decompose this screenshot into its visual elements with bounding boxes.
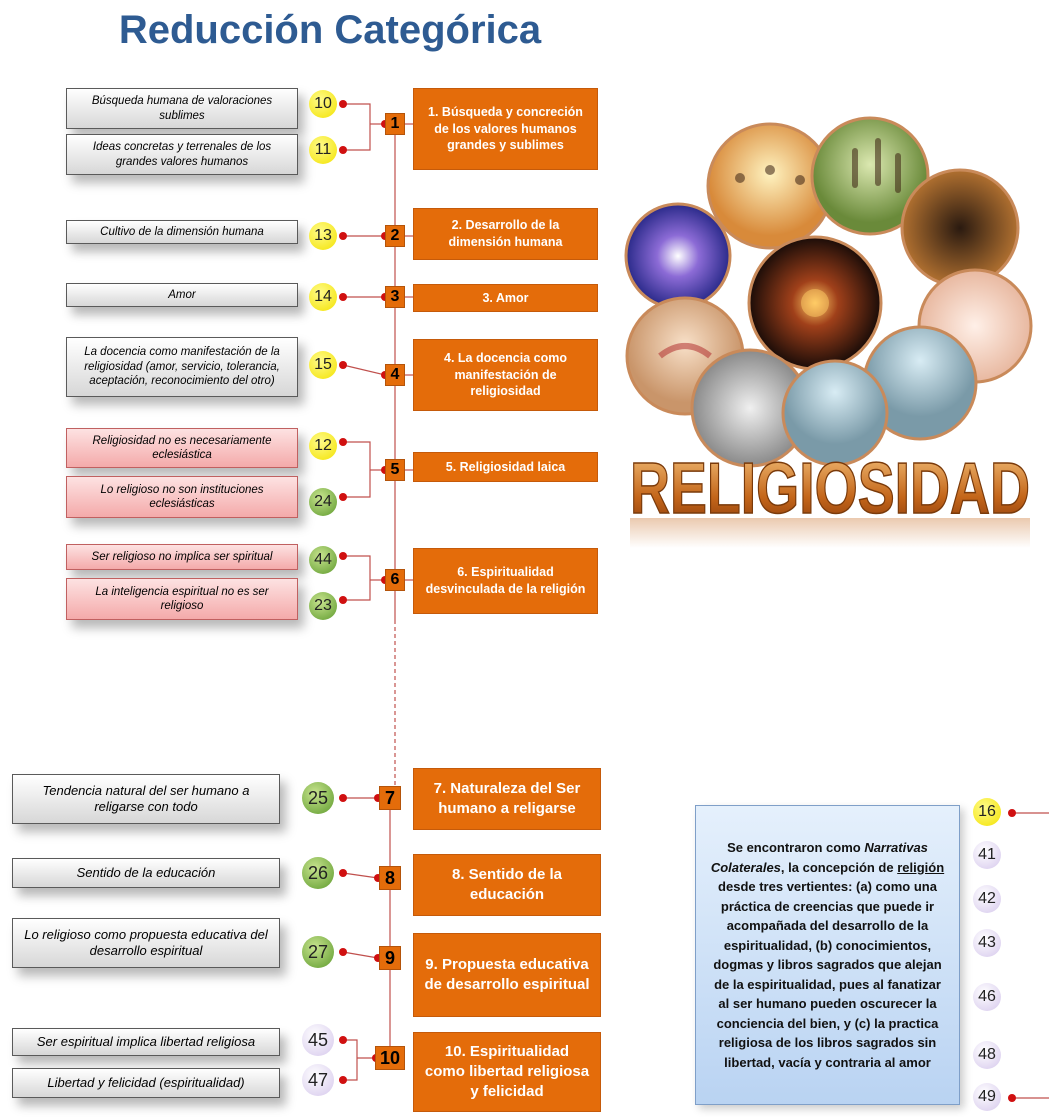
category-box: 5. Religiosidad laica — [413, 452, 598, 482]
left-item: La inteligencia espiritual no es ser rel… — [66, 578, 298, 620]
left-item: Amor — [66, 283, 298, 307]
side-code-circle: 43 — [973, 929, 1001, 957]
code-circle: 26 — [302, 857, 334, 889]
connector-dot — [339, 493, 347, 501]
connector-dot — [339, 293, 347, 301]
side-code-circle: 49 — [973, 1083, 1001, 1111]
religiosidad-collage: RELIGIOSIDAD — [624, 116, 1033, 548]
connector-dot — [339, 1036, 347, 1044]
code-circle: 44 — [309, 546, 337, 574]
category-number: 1 — [385, 113, 405, 135]
connector-dot — [1008, 1094, 1016, 1102]
collage-word: RELIGIOSIDAD — [630, 449, 1030, 529]
connector-dot — [339, 361, 347, 369]
left-item: Libertad y felicidad (espiritualidad) — [12, 1068, 280, 1098]
connector-dot — [374, 954, 382, 962]
left-item: Cultivo de la dimensión humana — [66, 220, 298, 244]
code-circle: 23 — [309, 592, 337, 620]
narratives-note: Se encontraron como Narrativas Colateral… — [695, 805, 960, 1105]
code-circle: 47 — [302, 1064, 334, 1096]
side-code-circle: 41 — [973, 841, 1001, 869]
code-circle: 24 — [309, 488, 337, 516]
left-item: Sentido de la educación — [12, 858, 280, 888]
left-item: Búsqueda humana de valoraciones sublimes — [66, 88, 298, 129]
page-title: Reducción Categórica — [118, 8, 542, 52]
category-number: 10 — [375, 1046, 405, 1070]
category-number: 3 — [385, 286, 405, 308]
category-number: 2 — [385, 225, 405, 247]
note-intro: Se encontraron como — [727, 840, 865, 855]
code-circle: 12 — [309, 432, 337, 460]
note-emphasis: Narrativas Colaterales — [710, 840, 928, 875]
note-rest: desde tres vertientes: (a) como una prác… — [713, 879, 942, 1070]
connector-dot — [339, 438, 347, 446]
category-box: 10. Espiritualidad como libertad religio… — [413, 1032, 601, 1112]
category-number: 5 — [385, 459, 405, 481]
left-item: Ser espiritual implica libertad religios… — [12, 1028, 280, 1056]
left-item: Lo religioso no son instituciones eclesi… — [66, 476, 298, 518]
note-underline: religión — [897, 859, 945, 875]
connector-dot — [339, 552, 347, 560]
category-number: 4 — [385, 364, 405, 386]
code-circle: 14 — [309, 283, 337, 311]
connector-dot — [339, 869, 347, 877]
connector-dot — [339, 794, 347, 802]
code-circle: 11 — [309, 136, 337, 164]
connector-dot — [339, 232, 347, 240]
left-item: Ser religioso no implica ser spiritual — [66, 544, 298, 570]
left-item: La docencia como manifestación de la rel… — [66, 337, 298, 397]
connector-dot — [374, 794, 382, 802]
category-box: 9. Propuesta educativa de desarrollo esp… — [413, 933, 601, 1017]
connector-dot — [339, 596, 347, 604]
note-mid: , la concepción de — [780, 859, 898, 875]
connector-dot — [374, 874, 382, 882]
left-item: Religiosidad no es necesariamente eclesi… — [66, 428, 298, 468]
side-code-circle: 48 — [973, 1041, 1001, 1069]
code-circle: 25 — [302, 782, 334, 814]
category-box: 7. Naturaleza del Ser humano a religarse — [413, 768, 601, 830]
connector-dot — [339, 948, 347, 956]
connector-dot — [339, 1076, 347, 1084]
category-box: 3. Amor — [413, 284, 598, 312]
left-item: Ideas concretas y terrenales de los gran… — [66, 134, 298, 175]
side-code-circle: 42 — [973, 885, 1001, 913]
connector-dot — [339, 146, 347, 154]
code-circle: 27 — [302, 936, 334, 968]
category-number: 6 — [385, 569, 405, 591]
left-item: Tendencia natural del ser humano a relig… — [12, 774, 280, 824]
side-code-circle: 16 — [973, 798, 1001, 826]
code-circle: 10 — [309, 90, 337, 118]
category-box: 4. La docencia como manifestación de rel… — [413, 339, 598, 411]
category-box: 1. Búsqueda y concreción de los valores … — [413, 88, 598, 170]
left-item: Lo religioso como propuesta educativa de… — [12, 918, 280, 968]
code-circle: 15 — [309, 351, 337, 379]
connector-dot — [1008, 809, 1016, 817]
category-number: 7 — [379, 786, 401, 810]
category-box: 2. Desarrollo de la dimensión humana — [413, 208, 598, 260]
category-box: 8. Sentido de la educación — [413, 854, 601, 916]
connector-dot — [339, 100, 347, 108]
category-box: 6. Espiritualidad desvinculada de la rel… — [413, 548, 598, 614]
code-circle: 13 — [309, 222, 337, 250]
category-number: 8 — [379, 866, 401, 890]
side-code-circle: 46 — [973, 983, 1001, 1011]
code-circle: 45 — [302, 1024, 334, 1056]
category-number: 9 — [379, 946, 401, 970]
